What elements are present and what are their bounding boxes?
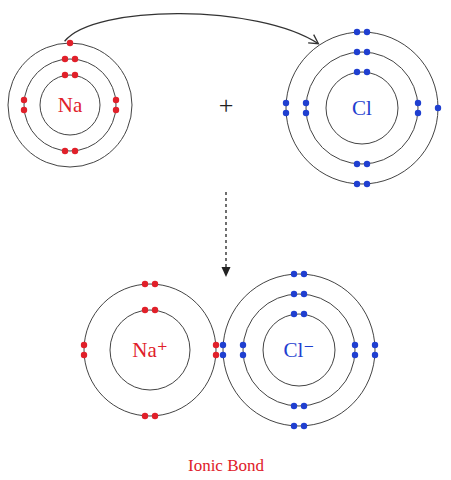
electron-shell [306, 52, 418, 164]
electron [364, 69, 370, 75]
electron [364, 181, 370, 187]
electron [21, 107, 27, 113]
electron [283, 100, 289, 106]
electron [81, 342, 87, 348]
atom-circle: Na⁺ [79, 279, 221, 421]
electron [303, 110, 309, 116]
electron [240, 342, 246, 348]
electron [301, 291, 307, 297]
electron [220, 352, 226, 358]
electron [291, 403, 297, 409]
electron [301, 423, 307, 429]
electron [283, 110, 289, 116]
electron [291, 423, 297, 429]
transfer-arrow [65, 14, 319, 44]
element-symbol: Na [58, 93, 83, 118]
electron [152, 281, 158, 287]
element-symbol: Na⁺ [132, 338, 168, 363]
electron [21, 97, 27, 103]
electron [291, 291, 297, 297]
electron [364, 49, 370, 55]
electron [352, 352, 358, 358]
element-symbol: Cl⁻ [284, 338, 315, 363]
electron [354, 181, 360, 187]
electron-shell [110, 310, 190, 390]
electron [354, 49, 360, 55]
electron [291, 271, 297, 277]
atom-circle: Cl [281, 27, 443, 189]
electron [364, 161, 370, 167]
electron [72, 72, 78, 78]
electron-shell [84, 284, 216, 416]
electron [213, 342, 219, 348]
caption: Ionic Bond [188, 456, 264, 476]
electron-shell [326, 72, 398, 144]
electron [354, 69, 360, 75]
electron [301, 311, 307, 317]
electron [67, 40, 73, 46]
electron [213, 352, 219, 358]
electron-shell [263, 314, 335, 386]
electron [301, 403, 307, 409]
electron [415, 110, 421, 116]
electron [354, 161, 360, 167]
electron [113, 97, 119, 103]
electron [72, 148, 78, 154]
electron [291, 311, 297, 317]
electron [240, 352, 246, 358]
electron [152, 307, 158, 313]
electron [415, 100, 421, 106]
electron [142, 413, 148, 419]
electron-shell [24, 59, 116, 151]
dashed-arrow [225, 192, 226, 276]
element-symbol: Cl [352, 96, 372, 121]
electron [352, 342, 358, 348]
electron [220, 342, 226, 348]
electron [142, 281, 148, 287]
electron-shell [8, 43, 132, 167]
electron [152, 413, 158, 419]
electron [142, 307, 148, 313]
plus-sign: + [219, 91, 234, 121]
electron-shell [243, 294, 355, 406]
electron [372, 352, 378, 358]
electron [372, 342, 378, 348]
electron [435, 105, 441, 111]
electron [364, 29, 370, 35]
electron [81, 352, 87, 358]
electron [62, 148, 68, 154]
electron [62, 72, 68, 78]
atom-circle: Cl⁻ [218, 269, 380, 431]
atom-circle: Na [3, 38, 137, 172]
electron [72, 56, 78, 62]
electron [354, 29, 360, 35]
electron-shell [286, 32, 438, 184]
electron [303, 100, 309, 106]
electron-shell [40, 75, 100, 135]
electron-shell [223, 274, 375, 426]
electron [62, 56, 68, 62]
electron [113, 107, 119, 113]
electron [301, 271, 307, 277]
